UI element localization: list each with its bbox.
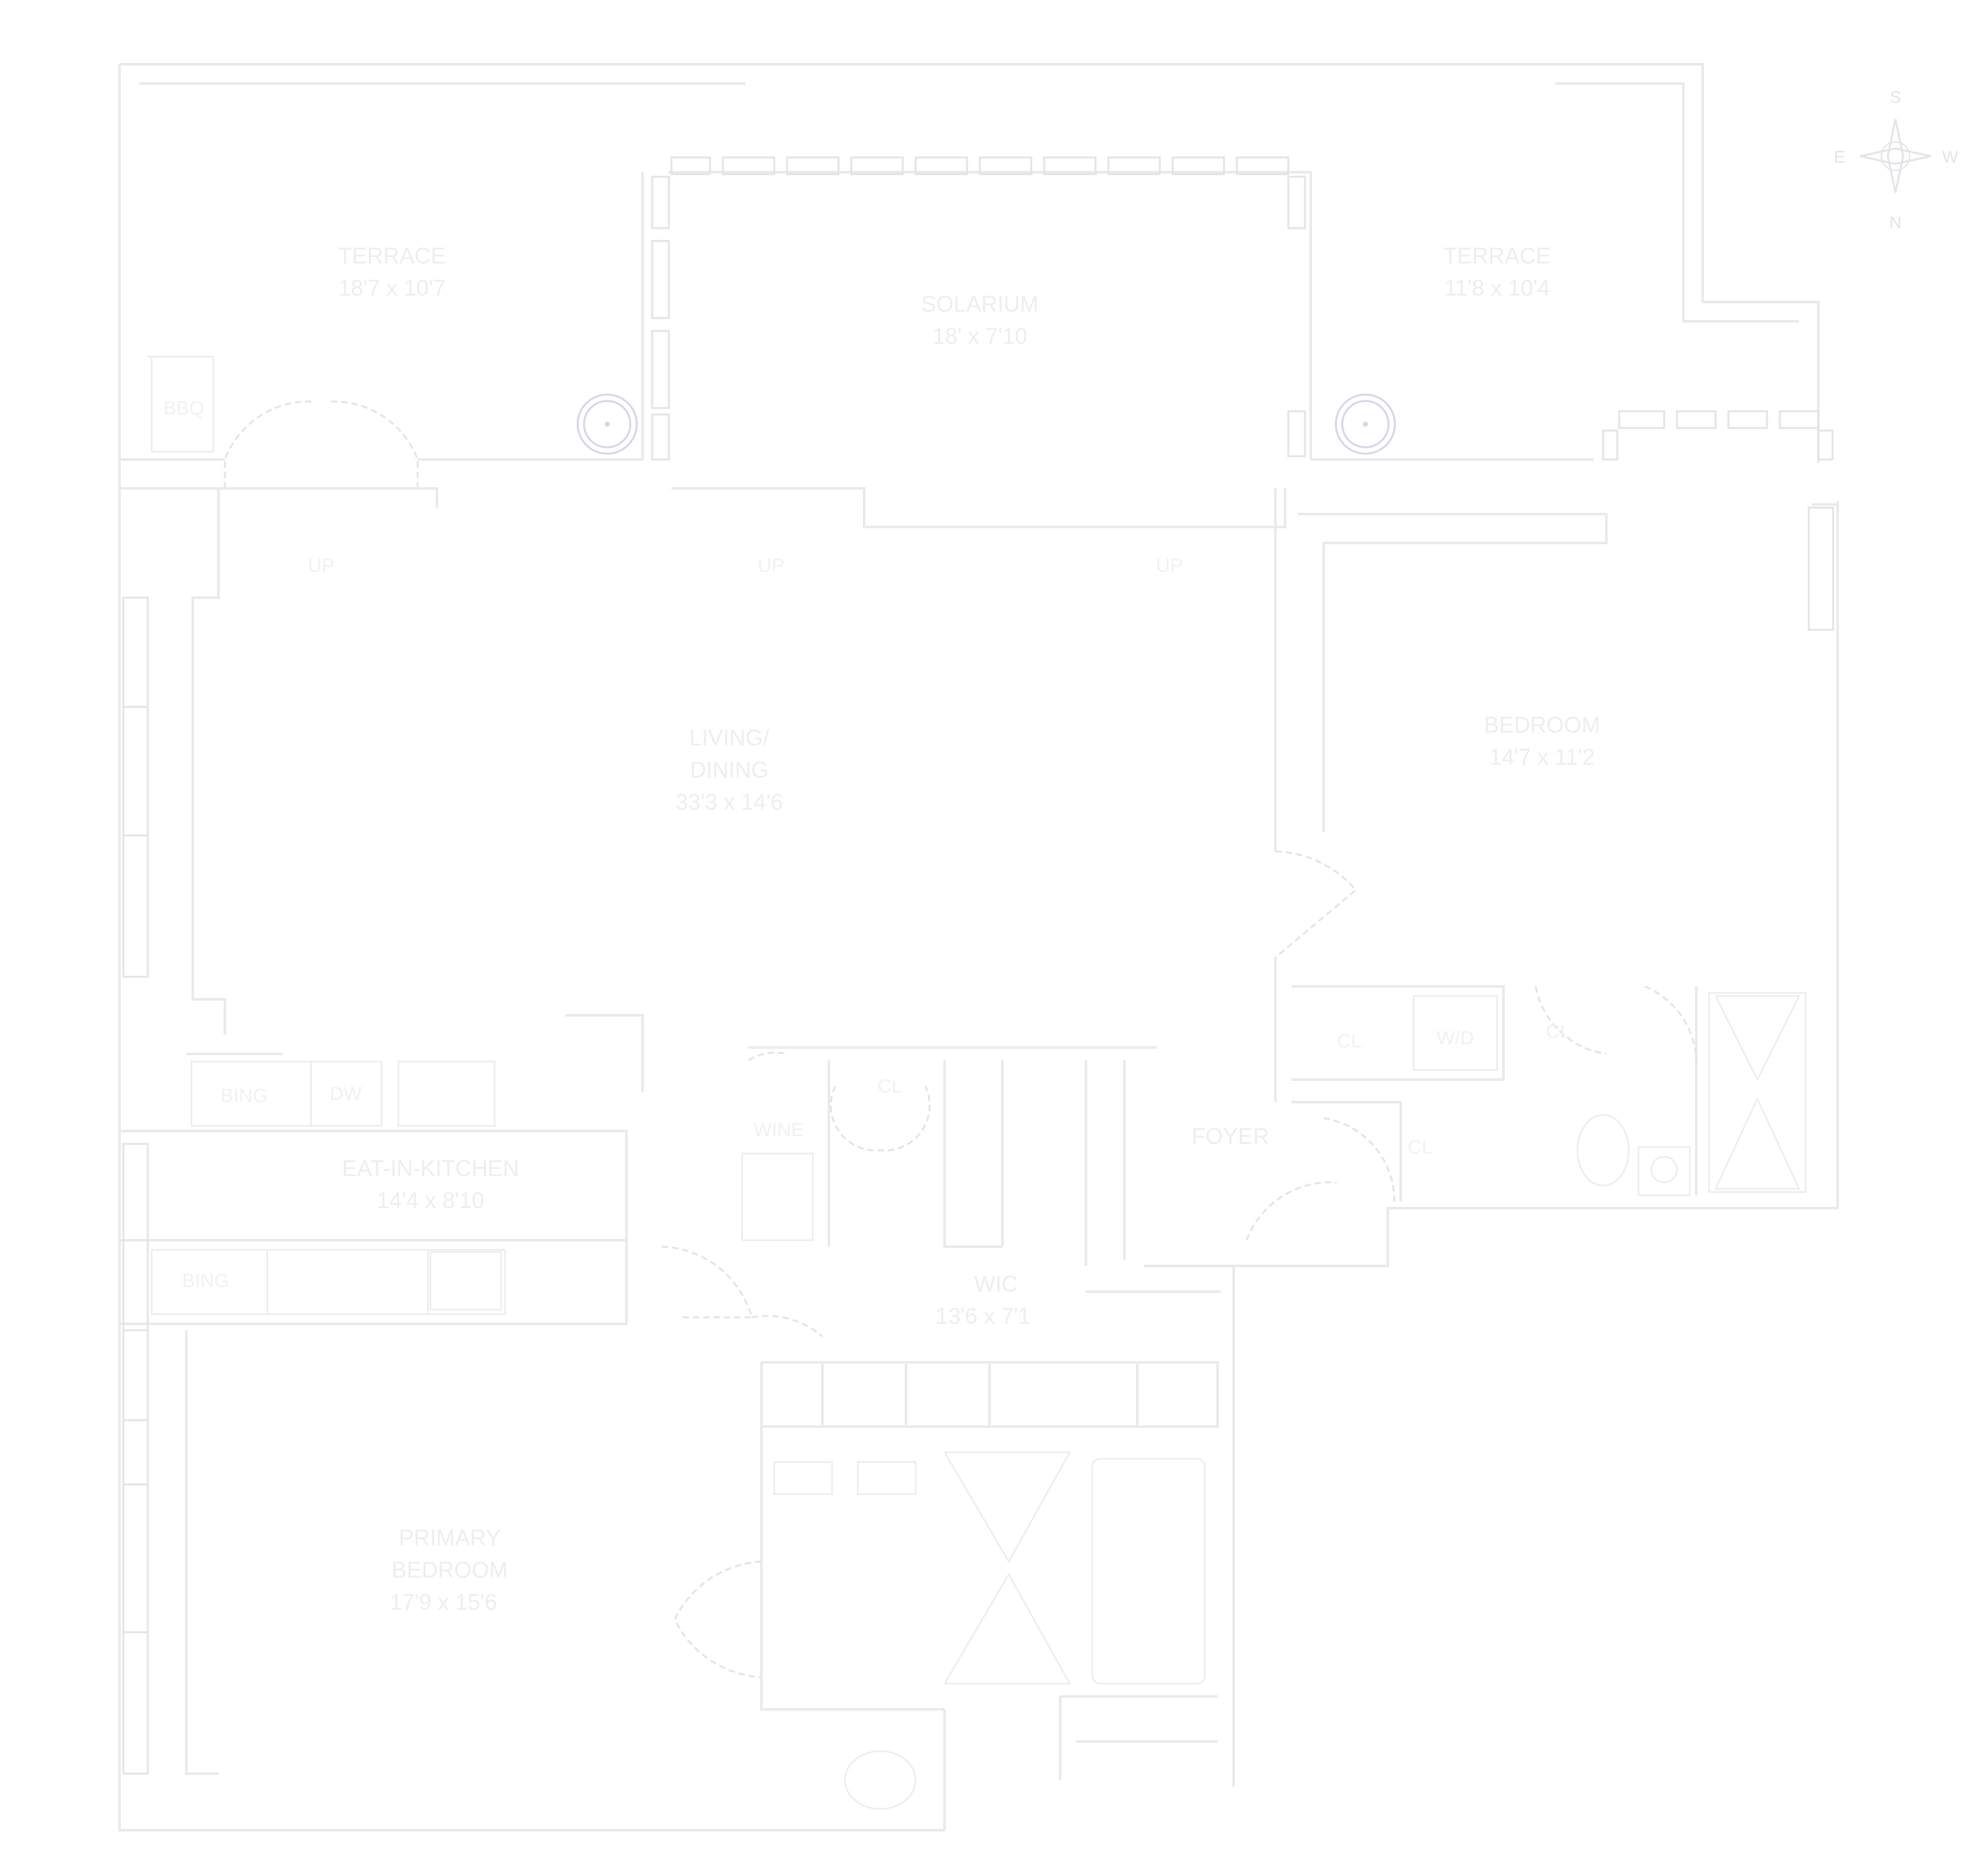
label-bedroom: BEDROOM 14'7 x 11'2 [1484, 713, 1601, 770]
label-terrace-east: TERRACE 11'8 x 10'4 [1443, 244, 1550, 301]
living-dining-size: 33'3 x 14'6 [675, 790, 783, 815]
compass-rose: S W N E [1834, 87, 1958, 232]
planter-tree-right [1335, 393, 1396, 455]
terrace-east-size: 11'8 x 10'4 [1444, 276, 1550, 301]
wic-name: WIC [974, 1272, 1018, 1297]
up-label-1: UP [308, 555, 335, 576]
dw-label: DW [330, 1083, 362, 1105]
solarium-windows [651, 156, 1834, 461]
compass-left: E [1834, 147, 1845, 166]
foyer-name: FOYER [1192, 1124, 1270, 1149]
primary-bedroom-size: 17'9 x 15'6 [389, 1590, 497, 1615]
fixture-labels: BBQ BING DW BING WINE CL CL W/D CL CL UP… [163, 398, 1570, 1292]
label-foyer: FOYER [1192, 1124, 1270, 1149]
label-kitchen: EAT-IN-KITCHEN 14'4 x 8'10 [342, 1156, 519, 1213]
closet-bath-label: CL [1546, 1021, 1570, 1042]
wic-size: 13'6 x 7'1 [936, 1304, 1031, 1329]
label-wic: WIC 13'6 x 7'1 [936, 1272, 1031, 1329]
compass-top: S [1890, 87, 1901, 107]
exterior-walls [118, 63, 1839, 1831]
kitchen-size: 14'4 x 8'10 [377, 1188, 484, 1213]
bedroom-name: BEDROOM [1484, 713, 1601, 738]
closet-foyer-label: CL [1408, 1137, 1432, 1158]
compass-bottom: N [1890, 213, 1902, 232]
kitchen-fixtures [150, 995, 1498, 1315]
terrace-east-name: TERRACE [1443, 244, 1550, 269]
west-windows [122, 506, 1834, 1775]
primary-bedroom-name-1: PRIMARY [399, 1526, 501, 1551]
kitchen-name: EAT-IN-KITCHEN [342, 1156, 519, 1181]
washer-dryer-label: W/D [1437, 1028, 1474, 1049]
closet-hall-label: CL [878, 1076, 902, 1097]
up-label-2: UP [758, 555, 785, 576]
bedroom-size: 14'7 x 11'2 [1489, 745, 1595, 770]
living-dining-name-2: DINING [690, 758, 769, 783]
terrace-west-name: TERRACE [338, 244, 445, 269]
primary-bedroom-name-2: BEDROOM [392, 1558, 508, 1583]
label-living-dining: LIVING/ DINING 33'3 x 14'6 [675, 726, 783, 815]
label-solarium: SOLARIUM 18' x 7'10 [921, 292, 1039, 349]
interior-walls [120, 487, 1838, 1780]
solarium-name: SOLARIUM [921, 292, 1039, 317]
solarium-size: 18' x 7'10 [932, 324, 1027, 349]
terrace-west-size: 18'7 x 10'7 [338, 276, 445, 301]
bing-bottom-label: BING [182, 1270, 229, 1292]
closet-bedroom-label: CL [1337, 1031, 1362, 1052]
bbq-label: BBQ [163, 398, 204, 419]
wine-label: WINE [754, 1119, 804, 1141]
bath-fixtures [773, 992, 1807, 1810]
living-dining-name-1: LIVING/ [689, 726, 770, 751]
terrace-doors [212, 400, 1286, 528]
up-label-3: UP [1156, 555, 1183, 576]
label-primary-bedroom: PRIMARY BEDROOM 17'9 x 15'6 [389, 1526, 508, 1615]
label-terrace-west: TERRACE 18'7 x 10'7 [338, 244, 445, 301]
terrace-walls [120, 171, 1593, 461]
bing-top-label: BING [220, 1085, 267, 1107]
compass-right: W [1942, 147, 1958, 166]
interior-doors [661, 850, 1698, 1679]
planter-tree-left [576, 393, 638, 455]
